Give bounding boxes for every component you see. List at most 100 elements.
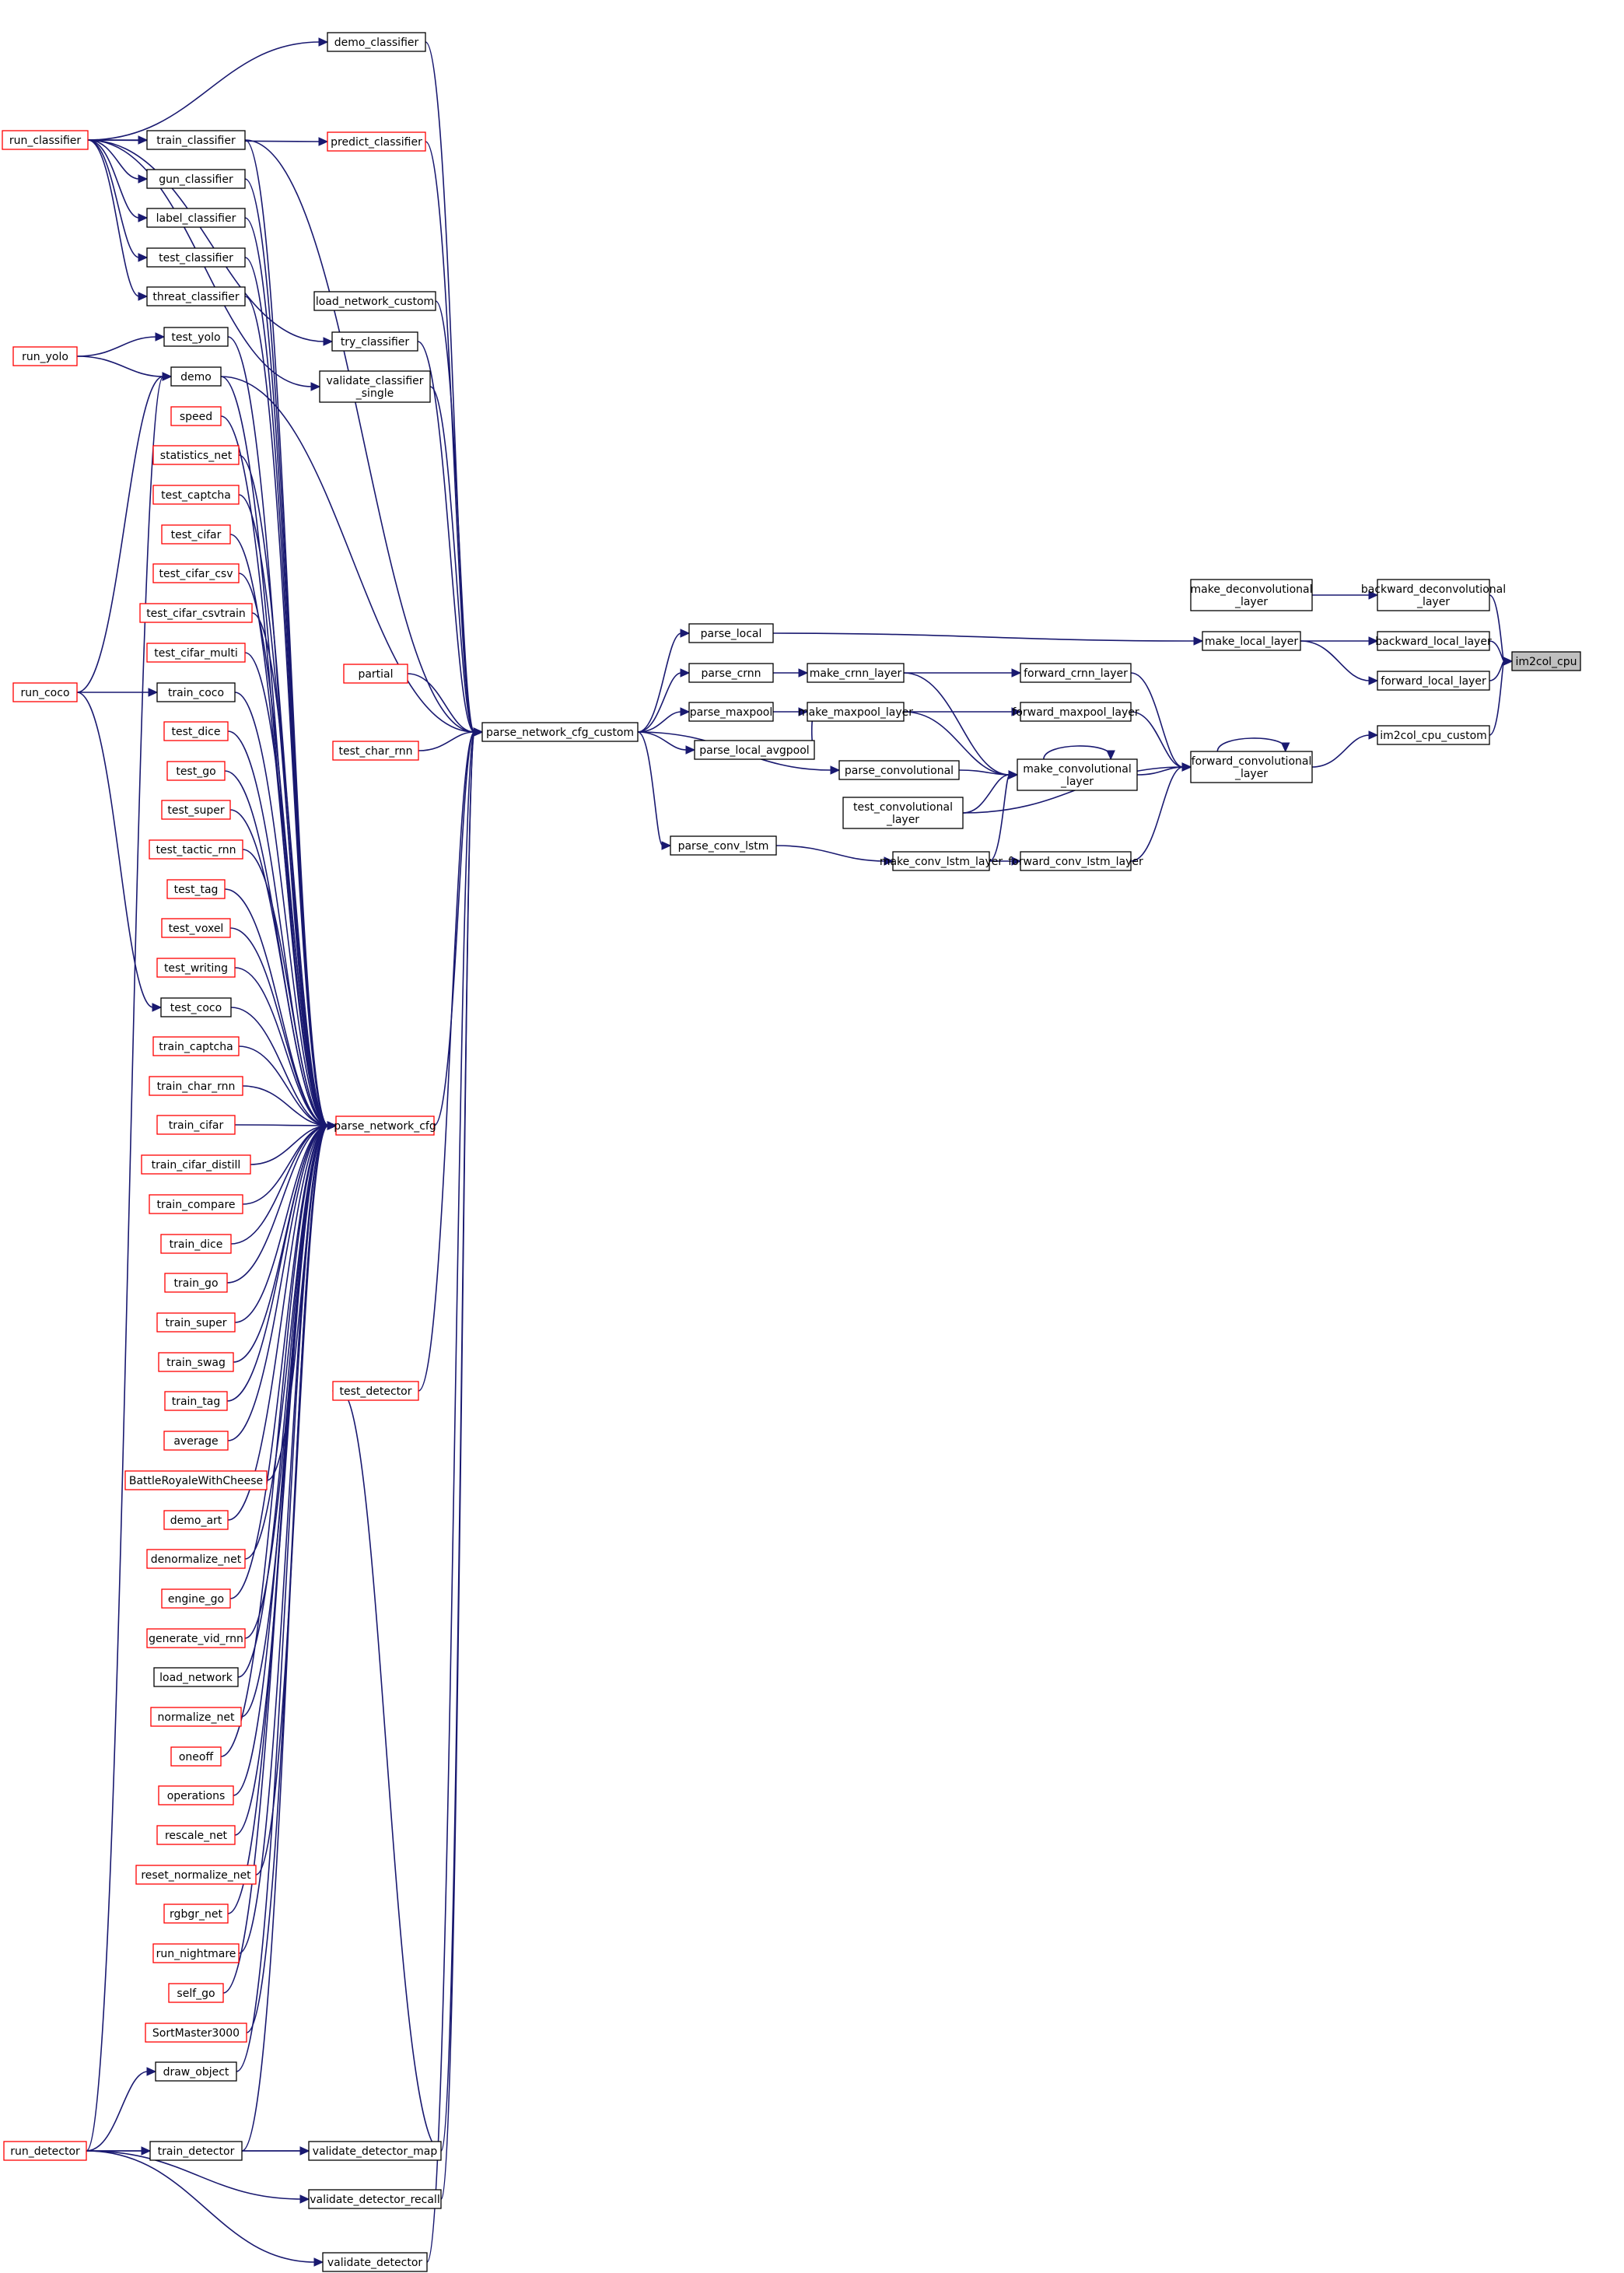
- node-generate-vid-rnn[interactable]: generate_vid_rnn: [146, 1628, 246, 1648]
- edge-line: [242, 1085, 329, 1126]
- edge-train-detector-to-parse-network-cfg: [241, 1121, 338, 2152]
- node-label: average: [173, 1435, 218, 1448]
- node-validate-detector[interactable]: validate_detector: [322, 2252, 428, 2272]
- node-normalize-net[interactable]: normalize_net: [150, 1707, 242, 1727]
- node-train-go[interactable]: train_go: [164, 1273, 228, 1293]
- node-parse-maxpool[interactable]: parse_maxpool: [688, 702, 774, 722]
- edge-line: [86, 2071, 149, 2152]
- node-parse-convolutional[interactable]: parse_convolutional: [838, 760, 960, 780]
- node-test-coco[interactable]: test_coco: [160, 997, 232, 1017]
- node-test-writing[interactable]: test_writing: [156, 958, 236, 978]
- node-make-deconvolutional-layer[interactable]: make_deconvolutional_layer: [1190, 579, 1313, 611]
- node-parse-network-cfg-custom[interactable]: parse_network_cfg_custom: [481, 722, 639, 742]
- node-denormalize-net[interactable]: denormalize_net: [146, 1549, 246, 1569]
- node-demo[interactable]: demo: [170, 366, 222, 387]
- node-speed[interactable]: speed: [170, 406, 222, 426]
- node-make-crnn-layer[interactable]: make_crnn_layer: [807, 663, 905, 683]
- node-train-classifier[interactable]: train_classifier: [146, 130, 246, 150]
- node-forward-conv-lstm-layer[interactable]: forward_conv_lstm_layer: [1008, 851, 1143, 871]
- node-battleroyalewithcheese[interactable]: BattleRoyaleWithCheese: [124, 1470, 268, 1490]
- node-test-voxel[interactable]: test_voxel: [161, 918, 231, 938]
- node-train-super[interactable]: train_super: [156, 1312, 236, 1333]
- node-validate-classifier-single[interactable]: validate_classifier_single: [319, 370, 431, 403]
- edge-line: [244, 652, 329, 1126]
- node-test-classifier[interactable]: test_classifier: [146, 247, 246, 268]
- node-statistics-net[interactable]: statistics_net: [152, 445, 240, 465]
- node-im2col-cpu[interactable]: im2col_cpu: [1511, 651, 1581, 671]
- node-run-coco[interactable]: run_coco: [12, 682, 78, 702]
- node-parse-crnn[interactable]: parse_crnn: [688, 663, 774, 683]
- node-im2col-cpu-custom[interactable]: im2col_cpu_custom: [1377, 725, 1490, 745]
- node-forward-crnn-layer[interactable]: forward_crnn_layer: [1020, 663, 1132, 683]
- node-backward-local-layer[interactable]: backward_local_layer: [1375, 631, 1492, 651]
- node-test-cifar-multi[interactable]: test_cifar_multi: [146, 643, 246, 663]
- node-rescale-net[interactable]: rescale_net: [156, 1825, 236, 1845]
- node-try-classifier[interactable]: try_classifier: [331, 331, 418, 352]
- node-test-captcha[interactable]: test_captcha: [152, 485, 240, 505]
- node-engine-go[interactable]: engine_go: [161, 1588, 231, 1609]
- node-test-tag[interactable]: test_tag: [166, 879, 226, 899]
- node-train-captcha[interactable]: train_captcha: [152, 1036, 240, 1056]
- node-make-maxpool-layer[interactable]: make_maxpool_layer: [798, 702, 913, 722]
- node-sortmaster3000[interactable]: SortMaster3000: [145, 2023, 247, 2043]
- node-run-nightmare[interactable]: run_nightmare: [152, 1943, 240, 1963]
- edge-arrowhead: [152, 1003, 163, 1012]
- node-operations[interactable]: operations: [158, 1785, 234, 1805]
- node-train-dice[interactable]: train_dice: [160, 1234, 232, 1254]
- node-train-detector[interactable]: train_detector: [149, 2141, 243, 2161]
- node-validate-detector-map[interactable]: validate_detector_map: [308, 2141, 442, 2161]
- node-forward-convolutional-layer[interactable]: forward_convolutional_layer: [1190, 751, 1313, 783]
- node-average[interactable]: average: [163, 1431, 229, 1451]
- node-oneoff[interactable]: oneoff: [170, 1746, 222, 1767]
- node-run-detector[interactable]: run_detector: [3, 2141, 87, 2161]
- node-validate-detector-recall[interactable]: validate_detector_recall: [308, 2189, 442, 2209]
- node-reset-normalize-net[interactable]: reset_normalize_net: [135, 1865, 257, 1885]
- node-run-yolo[interactable]: run_yolo: [12, 346, 78, 366]
- node-train-tag[interactable]: train_tag: [164, 1391, 228, 1411]
- node-gun-classifier[interactable]: gun_classifier: [146, 169, 246, 189]
- node-train-coco[interactable]: train_coco: [156, 682, 236, 702]
- node-train-cifar-distill[interactable]: train_cifar_distill: [141, 1154, 251, 1175]
- node-parse-local[interactable]: parse_local: [688, 623, 774, 643]
- node-load-network[interactable]: load_network: [153, 1667, 239, 1687]
- node-test-char-rnn[interactable]: test_char_rnn: [332, 741, 419, 761]
- node-threat-classifier[interactable]: threat_classifier: [146, 286, 246, 306]
- node-test-go[interactable]: test_go: [166, 761, 226, 781]
- node-make-conv-lstm-layer[interactable]: make_conv_lstm_layer: [880, 851, 1003, 871]
- node-load-network-custom[interactable]: load_network_custom: [313, 291, 436, 311]
- node-parse-local-avgpool[interactable]: parse_local_avgpool: [694, 740, 815, 760]
- node-train-compare[interactable]: train_compare: [149, 1194, 243, 1214]
- node-train-cifar[interactable]: train_cifar: [156, 1115, 236, 1135]
- edge-run-classifier-to-demo-classifier: [87, 37, 329, 141]
- node-parse-network-cfg[interactable]: parse_network_cfg: [334, 1115, 436, 1136]
- node-test-yolo[interactable]: test_yolo: [163, 327, 229, 347]
- node-backward-deconvolutional-layer[interactable]: backward_deconvolutional_layer: [1361, 579, 1506, 611]
- node-demo-art[interactable]: demo_art: [163, 1510, 229, 1530]
- node-test-convolutional-layer[interactable]: test_convolutional_layer: [842, 797, 964, 829]
- node-predict-classifier[interactable]: predict_classifier: [327, 131, 426, 152]
- node-test-tactic-rnn[interactable]: test_tactic_rnn: [149, 839, 243, 860]
- node-forward-local-layer[interactable]: forward_local_layer: [1377, 671, 1490, 691]
- node-test-cifar-csv[interactable]: test_cifar_csv: [152, 563, 240, 583]
- node-self-go[interactable]: self_go: [168, 1983, 224, 2003]
- edge-run-detector-to-demo: [86, 372, 173, 2152]
- node-test-super[interactable]: test_super: [161, 800, 231, 820]
- node-test-cifar-csvtrain[interactable]: test_cifar_csvtrain: [139, 603, 253, 623]
- node-test-detector[interactable]: test_detector: [332, 1381, 419, 1401]
- node-label-classifier[interactable]: label_classifier: [146, 208, 246, 228]
- node-label: predict_classifier: [331, 136, 422, 149]
- node-parse-conv-lstm[interactable]: parse_conv_lstm: [670, 835, 777, 856]
- node-train-char-rnn[interactable]: train_char_rnn: [149, 1076, 243, 1096]
- node-test-cifar[interactable]: test_cifar: [161, 524, 231, 545]
- node-demo-classifier[interactable]: demo_classifier: [327, 32, 426, 52]
- node-make-local-layer[interactable]: make_local_layer: [1202, 631, 1301, 651]
- node-forward-maxpool-layer[interactable]: forward_maxpool_layer: [1012, 702, 1139, 722]
- node-partial[interactable]: partial: [343, 664, 408, 684]
- node-draw-object[interactable]: draw_object: [155, 2061, 237, 2082]
- node-run-classifier[interactable]: run_classifier: [2, 130, 89, 150]
- node-test-dice[interactable]: test_dice: [163, 721, 229, 741]
- edge-test-detector-to-parse-network-cfg-custom: [418, 727, 484, 1392]
- node-train-swag[interactable]: train_swag: [158, 1352, 234, 1372]
- node-make-convolutional-layer[interactable]: make_convolutional_layer: [1017, 758, 1138, 791]
- node-rgbgr-net[interactable]: rgbgr_net: [163, 1904, 229, 1924]
